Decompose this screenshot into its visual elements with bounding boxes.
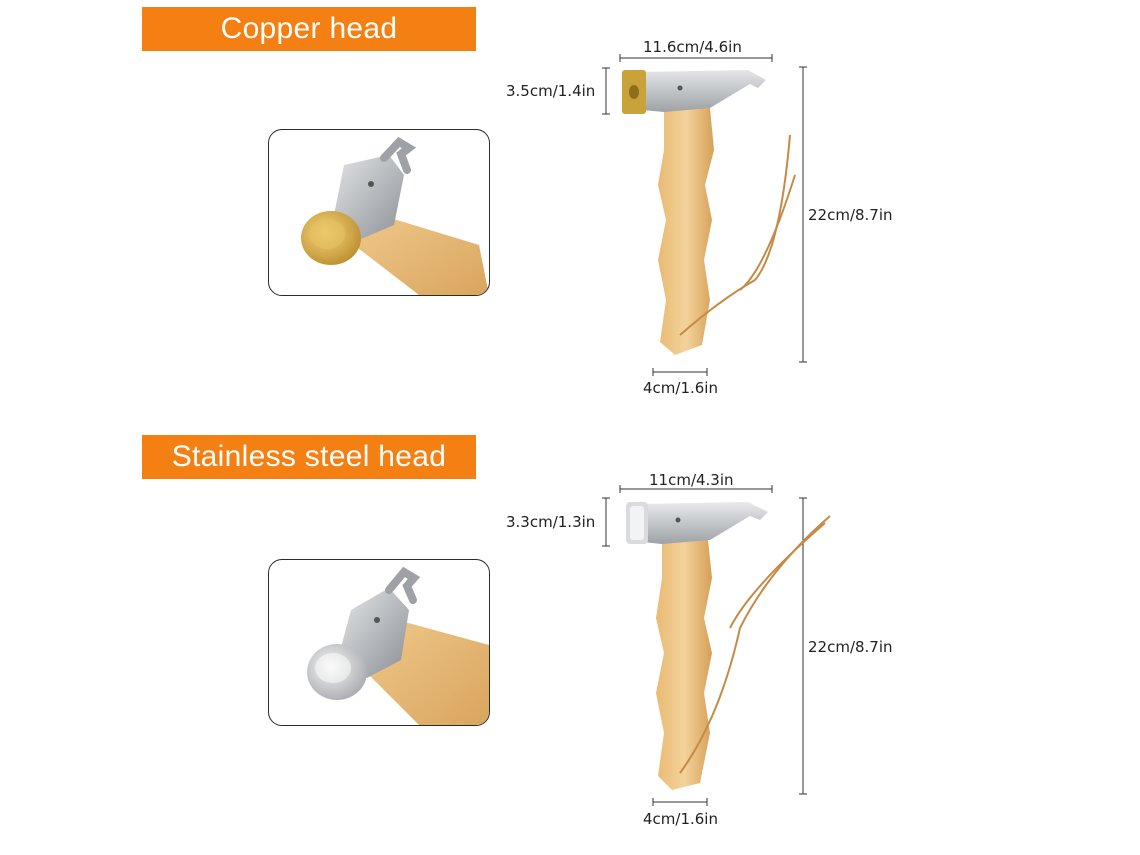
- steel-head-banner: Stainless steel head: [142, 435, 476, 479]
- copper-section: Copper head: [0, 0, 1140, 427]
- copper-hammer-illustration: [602, 54, 807, 376]
- steel-width-label: 11cm/4.3in: [649, 471, 734, 489]
- steel-hammer-closeup-illustration: [307, 566, 489, 725]
- steel-head-closeup-image: [268, 559, 490, 726]
- steel-head-height-label: 3.3cm/1.3in: [506, 513, 596, 531]
- steel-length-label: 22cm/8.7in: [808, 638, 893, 656]
- copper-head-closeup-image: [268, 129, 490, 296]
- copper-head-banner: Copper head: [142, 7, 476, 51]
- steel-section: Stainless steel head: [0, 428, 1140, 855]
- copper-length-label: 22cm/8.7in: [808, 206, 893, 224]
- copper-hammer-closeup-illustration: [301, 136, 489, 295]
- copper-width-label: 11.6cm/4.6in: [643, 38, 742, 56]
- steel-hammer-illustration: [602, 485, 831, 806]
- steel-hammer-product-image: [580, 428, 940, 855]
- copper-head-height-label: 3.5cm/1.4in: [506, 82, 596, 100]
- copper-hammer-product-image: [580, 0, 940, 427]
- copper-handle-width-label: 4cm/1.6in: [643, 379, 718, 397]
- steel-handle-width-label: 4cm/1.6in: [643, 810, 718, 828]
